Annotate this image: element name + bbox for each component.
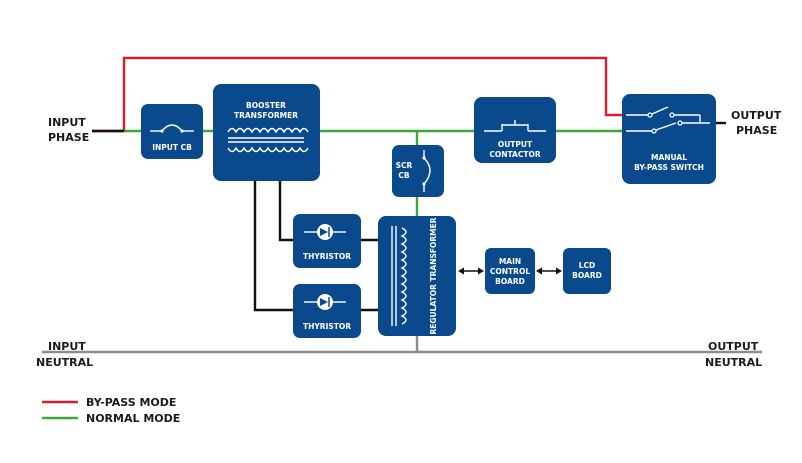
manual-bypass-switch-block: MANUAL BY-PASS SWITCH [622,94,716,184]
legend: BY-PASS MODE NORMAL MODE [42,396,180,425]
main-control-label-3: BOARD [495,277,525,286]
main-control-board-block: MAIN CONTROL BOARD [485,248,535,294]
left-right-arrow-icon [536,267,562,275]
legend-bypass-label: BY-PASS MODE [86,396,176,409]
transformer-coil-icon [227,127,309,153]
thyristor-icon [304,224,346,240]
main-control-label-1: MAIN [499,257,521,266]
thyristor-bottom-block: THYRISTOR [293,284,361,338]
switch-icon [626,106,710,134]
lcd-board-block: LCD BOARD [563,248,611,294]
output-contactor-label-1: OUTPUT [498,140,533,149]
input-phase-label-1: INPUT [48,116,86,129]
manual-bypass-label-1: MANUAL [651,153,687,162]
main-control-label-2: CONTROL [490,267,530,276]
output-phase-label-2: PHASE [736,124,777,137]
lcd-board-label-2: BOARD [572,271,602,280]
thyristor-icon [304,294,346,310]
thyristor-bottom-label: THYRISTOR [303,322,351,331]
output-phase-label-1: OUTPUT [731,109,782,122]
input-cb-block: INPUT CB [141,104,203,159]
thyristor-top-label: THYRISTOR [303,252,351,261]
breaker-icon [150,124,194,133]
left-right-arrow-icon [458,267,484,275]
input-cb-label: INPUT CB [152,143,192,152]
scr-cb-label-1: SCR [396,161,413,170]
output-neutral-label-1: OUTPUT [708,340,759,353]
booster-thyristor-top-wire [278,180,293,242]
legend-normal-label: NORMAL MODE [86,412,180,425]
scr-cb-block: SCR CB [392,145,444,197]
booster-transformer-label-2: TRANSFORMER [234,111,298,120]
booster-thyristor-bottom-wire [253,180,293,312]
regulator-transformer-block: REGULATOR TRANSFORMER [378,216,456,336]
regulator-transformer-label: REGULATOR TRANSFORMER [429,217,438,334]
output-contactor-block: OUTPUT CONTACTOR [474,97,556,163]
contactor-icon [484,120,546,132]
booster-transformer-label-1: BOOSTER [246,101,286,110]
booster-transformer-block: BOOSTER TRANSFORMER [213,84,320,181]
input-neutral-label-1: INPUT [48,340,86,353]
input-neutral-label-2: NEUTRAL [36,356,93,369]
lcd-board-label-1: LCD [579,261,596,270]
thyristor-top-block: THYRISTOR [293,214,361,268]
output-neutral-label-2: NEUTRAL [705,356,762,369]
scr-cb-label-2: CB [398,171,410,180]
transformer-coil-icon [391,226,407,326]
output-contactor-label-2: CONTACTOR [489,150,540,159]
manual-bypass-label-2: BY-PASS SWITCH [634,163,704,172]
breaker-icon [422,150,431,192]
input-phase-label-2: PHASE [48,131,89,144]
